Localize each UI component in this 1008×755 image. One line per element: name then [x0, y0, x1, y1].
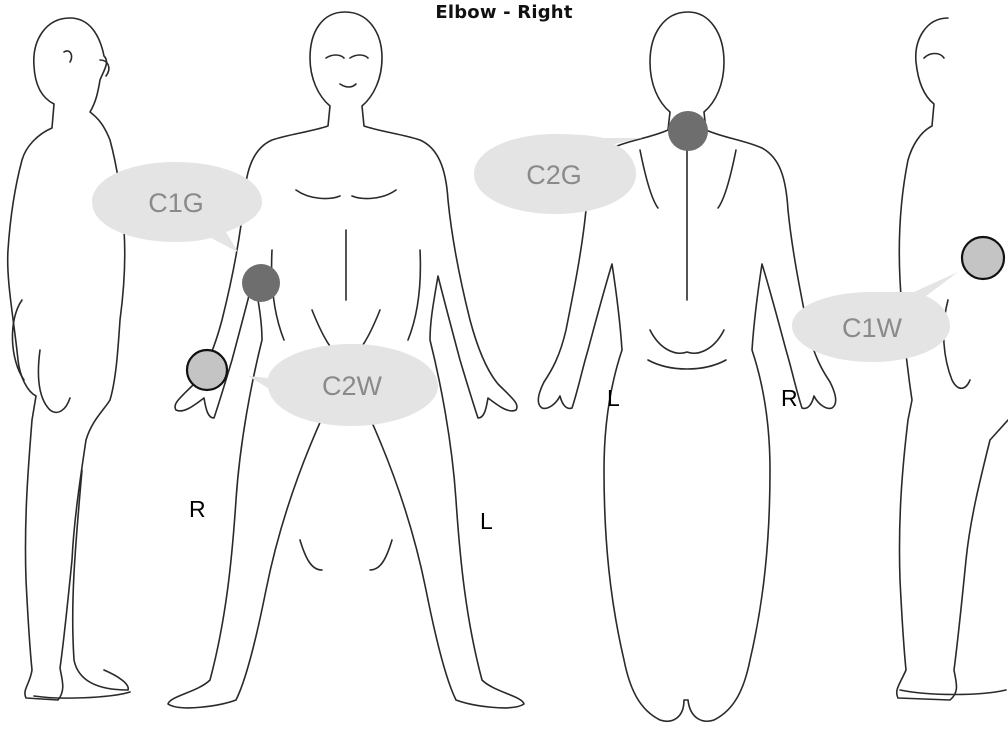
label-front-right: R: [189, 496, 206, 523]
label-front-left: L: [480, 508, 493, 535]
marker-back-neck[interactable]: [668, 111, 708, 151]
callout-label-c2w: C2W: [322, 371, 383, 401]
callout-label-c1g: C1G: [148, 188, 204, 218]
figure-side-left: [8, 18, 130, 700]
diagram-title: Elbow - Right: [0, 2, 1008, 23]
marker-front-elbow[interactable]: [242, 264, 280, 302]
figure-side-right: [897, 18, 1008, 700]
callout-label-c2g: C2G: [526, 160, 582, 190]
marker-front-wrist[interactable]: [187, 350, 227, 390]
callout-c1w: C1W: [792, 272, 958, 362]
marker-side-elbow[interactable]: [962, 237, 1004, 279]
label-back-left: L: [607, 385, 620, 412]
callout-c2g: C2G: [474, 134, 642, 214]
label-back-right: R: [781, 385, 798, 412]
callout-c1g: C1G: [92, 162, 262, 252]
callout-label-c1w: C1W: [842, 313, 903, 343]
callout-c2w: C2W: [248, 344, 438, 426]
